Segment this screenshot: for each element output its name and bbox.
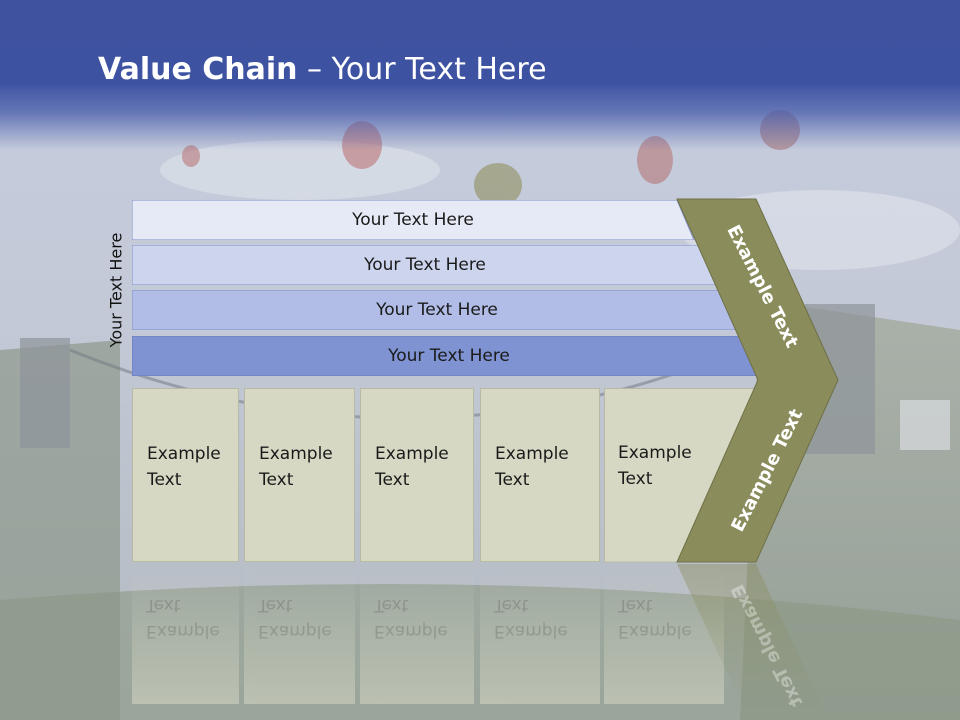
side-label: Your Text Here [106, 232, 126, 348]
box-line1: Example [147, 444, 221, 464]
box-line1: Example [375, 444, 449, 464]
activity-box-1: Example Text [132, 388, 239, 562]
support-row-1: Your Text Here [132, 200, 694, 240]
support-row-3: Your Text Here [132, 290, 742, 330]
row-label: Your Text Here [388, 346, 510, 366]
activity-box-4: Example Text [480, 388, 600, 562]
row-shape [132, 200, 694, 240]
box-line2: Text [495, 470, 530, 490]
support-row-4: Your Text Here [132, 336, 766, 376]
row-shape [132, 245, 718, 285]
box-line1: Example [618, 443, 692, 463]
box-line2: Text [147, 470, 182, 490]
activity-box-3: Example Text [360, 388, 474, 562]
row-shape [132, 336, 766, 376]
box-line2: Text [375, 470, 410, 490]
box-line2: Text [618, 469, 653, 489]
support-row-2: Your Text Here [132, 245, 718, 285]
title-bold: Value Chain [98, 52, 298, 87]
activity-box-2: Example Text [244, 388, 355, 562]
box-line2: Text [259, 470, 294, 490]
row-label: Your Text Here [376, 300, 498, 320]
row-label: Your Text Here [364, 255, 486, 275]
title-band [0, 0, 960, 150]
chevron-reflection [677, 564, 826, 714]
row-shape [132, 290, 742, 330]
box-line1: Example [259, 444, 333, 464]
title-rest: – Your Text Here [297, 52, 547, 87]
margin-chevron [676, 198, 839, 563]
activity-box-5: Example Text [604, 388, 692, 562]
slide-title: Value Chain – Your Text Here [98, 52, 547, 87]
box-line1: Example [495, 444, 569, 464]
row-label: Your Text Here [352, 210, 474, 230]
